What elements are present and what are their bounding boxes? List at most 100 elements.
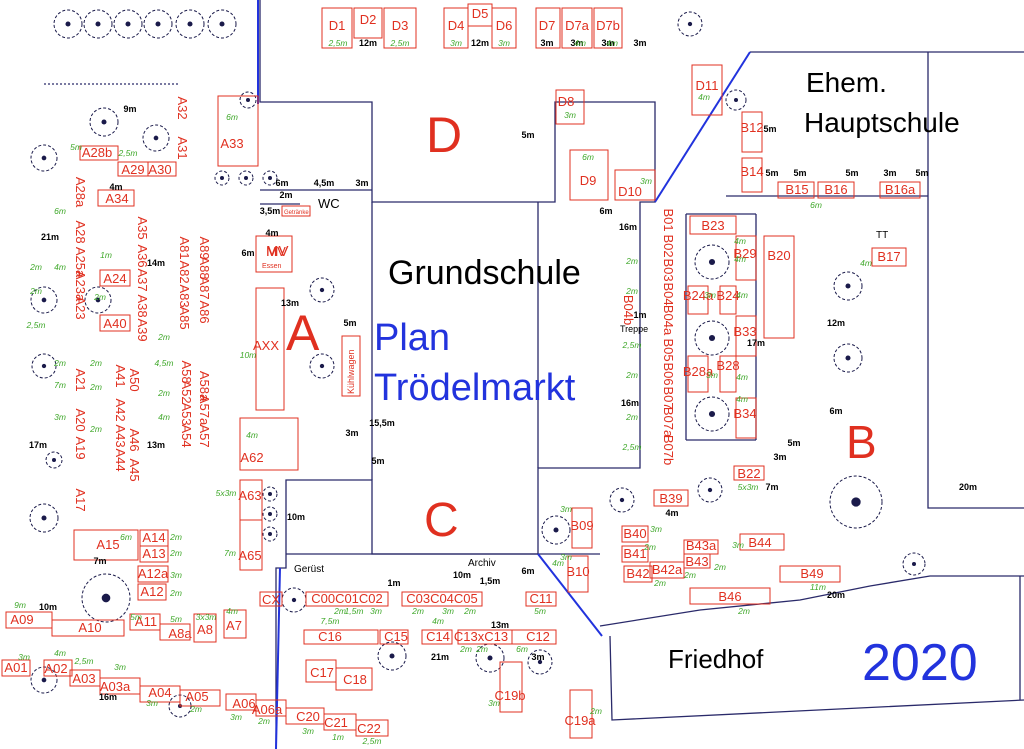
stall-a62[interactable]: A62 (239, 417, 299, 471)
stall-b42[interactable]: B42 (623, 565, 653, 583)
stall-b49[interactable]: B49 (779, 565, 841, 583)
stall-b46[interactable]: B46 (689, 587, 771, 605)
stall-a54[interactable]: A54 (179, 424, 194, 447)
stall-b09[interactable]: B09 (570, 507, 594, 549)
stall-d2[interactable]: D2 (353, 7, 383, 39)
stall-a15[interactable]: A15 (73, 529, 139, 561)
stall-b22[interactable]: B22 (733, 465, 765, 481)
stall-b16a[interactable]: B16a (879, 181, 921, 199)
stall-b20[interactable]: B20 (763, 235, 795, 339)
stall-b15[interactable]: B15 (777, 181, 815, 199)
stall-c03c04c05[interactable]: C03C04C05 (401, 591, 483, 607)
stall-a33[interactable]: A33 (217, 95, 259, 167)
stall-a8[interactable]: A8 (193, 613, 217, 643)
stall-a82[interactable]: A82 (177, 260, 192, 283)
stall-a8a[interactable]: A8a (159, 623, 192, 641)
stall-b40[interactable]: B40 (621, 525, 649, 543)
stall-b07b[interactable]: B07b (661, 435, 676, 465)
stall-c16[interactable]: C16 (303, 629, 379, 645)
stall-b10[interactable]: B10 (566, 555, 590, 593)
stall-a21[interactable]: A21 (73, 368, 88, 391)
stall-a03[interactable]: A03 (69, 669, 101, 687)
stall-a38[interactable]: A38 (135, 294, 150, 317)
stall-b04b[interactable]: B04b (621, 295, 636, 325)
stall-d4[interactable]: D4 (443, 7, 469, 49)
stall-a87[interactable]: A87 (197, 276, 212, 299)
stall-axx[interactable]: AXX (253, 287, 285, 411)
stall-b16[interactable]: B16 (817, 181, 855, 199)
stall-a20[interactable]: A20 (73, 408, 88, 431)
stall-c19a[interactable]: C19a (564, 689, 596, 739)
stall-a83[interactable]: A83 (177, 284, 192, 307)
stall-b04[interactable]: B04 (661, 282, 676, 305)
stall-a58[interactable]: A58 (179, 360, 194, 383)
stall-b14[interactable]: B14 (740, 157, 764, 193)
stall-a89[interactable]: A89 (197, 236, 212, 259)
stall-d3[interactable]: D3 (383, 7, 417, 49)
stall-b28[interactable]: B28 (716, 355, 740, 393)
stall-d7a[interactable]: D7a (561, 7, 593, 49)
stall-d6[interactable]: D6 (491, 7, 517, 49)
stall-a32[interactable]: A32 (175, 96, 190, 119)
stall-a37[interactable]: A37 (135, 268, 150, 291)
stall-d10[interactable]: D10 (614, 169, 656, 201)
stall-a19[interactable]: A19 (73, 436, 88, 459)
stall-a13[interactable]: A13 (139, 545, 169, 563)
stall-a10[interactable]: A10 (51, 619, 125, 637)
stall-a30[interactable]: A30 (147, 161, 177, 177)
stall-a02[interactable]: A02 (43, 659, 73, 677)
stall-c11[interactable]: C11 (525, 591, 557, 607)
stall-a35[interactable]: A35 (135, 216, 150, 239)
stall-b01[interactable]: B01 (661, 208, 676, 231)
stall-d5[interactable]: D5 (467, 3, 493, 27)
stall-c13xc13[interactable]: C13xC13 (454, 629, 513, 645)
stall-b07a[interactable]: B07a (661, 407, 676, 438)
stall-a25a[interactable]: A25a (73, 247, 88, 278)
stall-c18[interactable]: C18 (335, 667, 373, 691)
stall-a28[interactable]: A28 (73, 220, 88, 243)
stall-a14[interactable]: A14 (139, 529, 169, 547)
stall-b23[interactable]: B23 (689, 215, 737, 235)
stall-a05[interactable]: A05 (179, 689, 221, 707)
stall-a52[interactable]: A52 (179, 380, 194, 403)
stall-a57[interactable]: A57 (197, 424, 212, 447)
stall-b24[interactable]: B24 (716, 285, 740, 315)
stall-d1[interactable]: D1 (321, 7, 353, 49)
stall-c17[interactable]: C17 (305, 659, 337, 683)
stall-a39[interactable]: A39 (135, 318, 150, 341)
stall-a06a[interactable]: A06a (252, 699, 287, 717)
stall-c00c01c02[interactable]: C00C01C02 (305, 591, 389, 607)
stall-b12[interactable]: B12 (740, 111, 764, 153)
stall-a86[interactable]: A86 (197, 300, 212, 323)
stall-a24[interactable]: A24 (99, 269, 131, 287)
stall-c19b[interactable]: C19b (494, 661, 526, 713)
stall-a45[interactable]: A45 (127, 458, 142, 481)
stall-d8[interactable]: D8 (555, 89, 585, 125)
stall-a57a[interactable]: A57a (197, 395, 212, 426)
stall-a12[interactable]: A12 (137, 583, 167, 601)
stall-a41[interactable]: A41 (113, 364, 128, 387)
stall-d11[interactable]: D11 (691, 64, 723, 116)
stall-b03[interactable]: B03 (661, 258, 676, 281)
stall-b42a[interactable]: B42a (649, 561, 685, 579)
stall-a40[interactable]: A40 (99, 314, 131, 332)
stall-d7[interactable]: D7 (535, 7, 561, 49)
stall-a7[interactable]: A7 (223, 609, 247, 639)
stall-d9[interactable]: D9 (569, 149, 609, 201)
stall-a23[interactable]: A23 (73, 296, 88, 319)
stall-b02[interactable]: B02 (661, 234, 676, 257)
stall-b43[interactable]: B43 (683, 553, 711, 569)
stall-a65[interactable]: A65 (238, 519, 263, 571)
stall-a63[interactable]: A63 (238, 479, 263, 521)
stall-a09[interactable]: A09 (5, 611, 53, 629)
stall-b29[interactable]: B29 (733, 235, 757, 281)
stall-b06[interactable]: B06 (661, 362, 676, 385)
stall-b07[interactable]: B07 (661, 386, 676, 409)
stall-b33[interactable]: B33 (733, 315, 757, 357)
stall-c22[interactable]: C22 (355, 719, 389, 737)
stall-d7b[interactable]: D7b (593, 7, 623, 49)
stall-c21[interactable]: C21 (323, 713, 357, 731)
stall-c12[interactable]: C12 (511, 629, 557, 645)
stall-c20[interactable]: C20 (285, 707, 325, 725)
stall-a29[interactable]: A29 (117, 161, 149, 177)
